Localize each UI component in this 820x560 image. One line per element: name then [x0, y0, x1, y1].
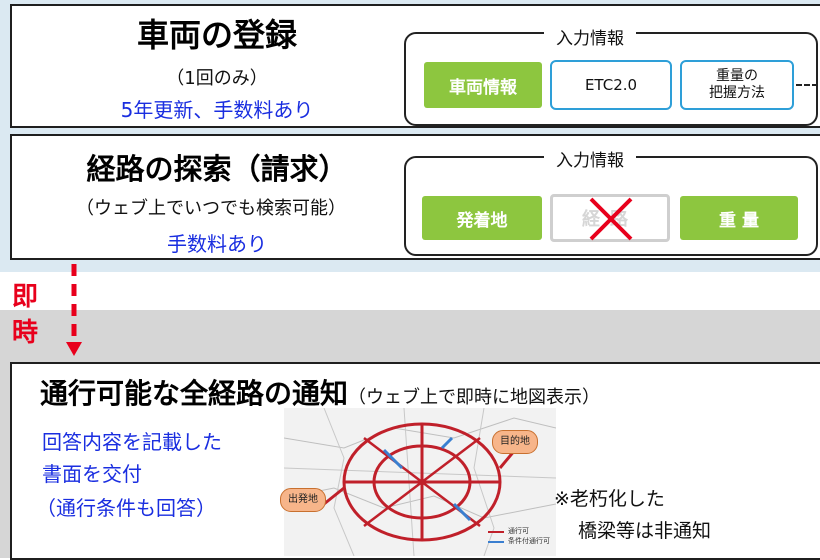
notification-title: 通行可能な全経路の通知 — [40, 377, 349, 410]
down-arrow-icon — [66, 264, 82, 356]
route-input-label: 入力情報 — [544, 146, 636, 171]
answer-line-1: 回答内容を記載した — [42, 430, 222, 454]
route-search-note: （ウェブ上でいつでも検索可能） — [76, 198, 346, 219]
dashed-connector — [796, 84, 820, 86]
etc-box: ETC2.0 — [550, 60, 672, 110]
vehicle-registration-box: 車両の登録 （1回のみ） 5年更新、手数料あり 入力情報 車両情報 ETC2.0… — [10, 4, 820, 128]
map-legend-conditional: 条件付通行可 — [508, 537, 550, 545]
map-legend-passable: 通行可 — [508, 527, 529, 535]
notification-box: 通行可能な全経路の通知（ウェブ上で即時に地図表示） 回答内容を記載した 書面を交… — [10, 362, 820, 560]
registration-title: 車両の登録 — [136, 16, 297, 54]
weight-method-line2: 把握方法 — [709, 85, 765, 101]
origin-destination-box: 発着地 — [422, 196, 542, 240]
instant-char-2: 時 — [12, 318, 39, 348]
weight-method-line1: 重量の — [716, 68, 758, 84]
weight-box: 重 量 — [680, 196, 798, 240]
weight-method-box: 重量の 把握方法 — [680, 60, 794, 110]
registration-renewal: 5年更新、手数料あり — [120, 98, 314, 122]
route-box-crossed: 経路 — [550, 194, 670, 242]
answer-line-2: 書面を交付 — [42, 462, 142, 486]
registration-frequency: （1回のみ） — [166, 68, 268, 89]
instant-char-1: 即 — [12, 282, 39, 312]
route-search-title: 経路の探索（請求） — [86, 152, 348, 186]
route-search-fee: 手数料あり — [167, 232, 267, 256]
aging-note-line-2: 橋梁等は非通知 — [578, 520, 712, 542]
cross-mark-icon — [589, 197, 633, 241]
map-origin-tag: 出発地 — [280, 488, 326, 512]
route-map — [284, 408, 556, 556]
notification-title-note: （ウェブ上で即時に地図表示） — [348, 387, 601, 408]
map-destination-tag: 目的地 — [492, 430, 538, 454]
route-search-box: 経路の探索（請求） （ウェブ上でいつでも検索可能） 手数料あり 入力情報 発着地… — [10, 134, 820, 260]
vehicle-info-box: 車両情報 — [424, 62, 542, 108]
registration-input-label: 入力情報 — [544, 24, 636, 49]
answer-line-3: （通行条件も回答） — [36, 496, 216, 520]
aging-note-line-1: ※老朽化した — [554, 488, 665, 510]
notification-title-row: 通行可能な全経路の通知（ウェブ上で即時に地図表示） — [40, 372, 600, 412]
